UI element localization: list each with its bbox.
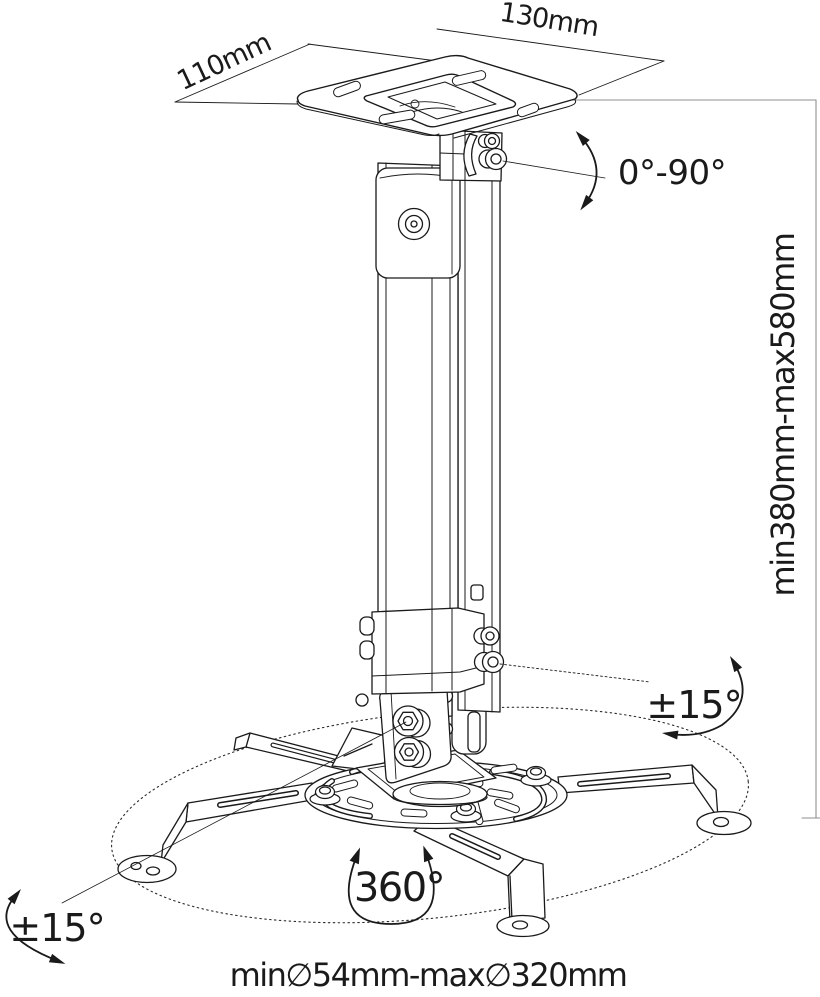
label-mount-diameter: min∅54mm-max∅320mm — [229, 956, 628, 994]
top-hinge — [439, 129, 508, 182]
annotations — [5, 131, 744, 964]
dimension-lines — [174, 28, 820, 819]
tilt-arrow — [575, 131, 598, 211]
ceiling-plate — [296, 54, 578, 139]
height-dimension-line — [567, 99, 820, 819]
label-height-range: min380mm-max580mm — [764, 233, 802, 597]
clamp-knobs — [473, 626, 505, 674]
lock-knob — [397, 207, 431, 241]
plate-slots — [333, 70, 540, 125]
swivel-assembly — [331, 681, 497, 808]
label-rotation-range: 360° — [353, 865, 446, 911]
label-tilt-range: 0°-90° — [617, 153, 727, 193]
label-base-fine-tilt: ±15° — [9, 906, 105, 950]
pole-clip — [470, 584, 484, 601]
tilt-hex-screws — [392, 705, 432, 769]
hinge-knobs — [477, 132, 508, 171]
base-spider-arms — [117, 732, 752, 938]
rotation-arrow — [347, 845, 435, 925]
side-tilt-arrow — [662, 656, 744, 740]
height-clamp — [359, 607, 505, 695]
base-tilt-arrow — [5, 889, 66, 964]
label-side-fine-tilt: ±15° — [646, 683, 742, 727]
